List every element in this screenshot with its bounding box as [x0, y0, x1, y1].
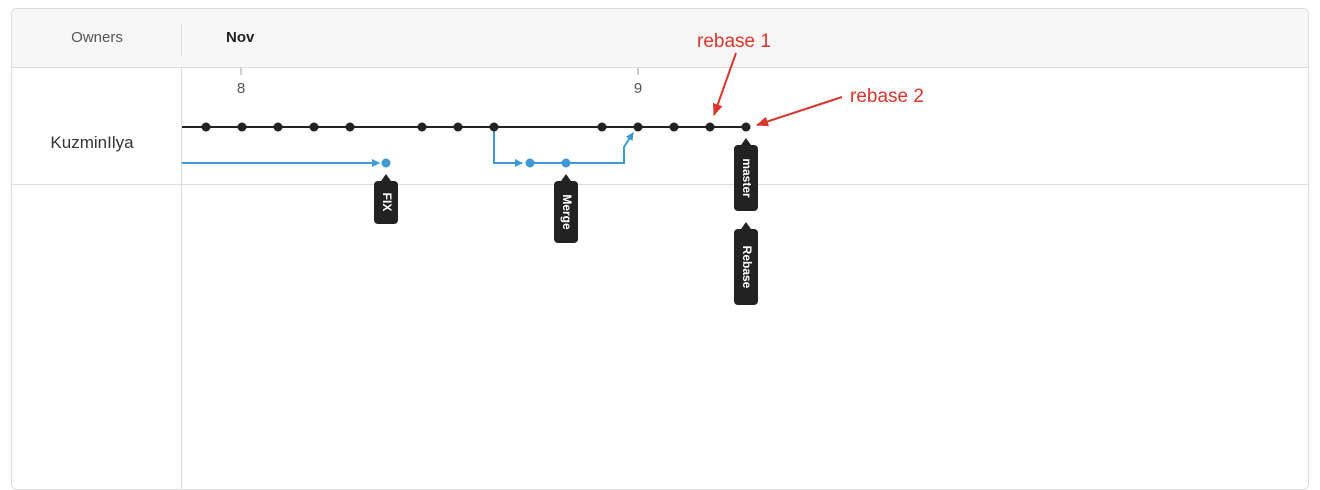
- annotation-rebase-1: rebase 1: [697, 31, 771, 116]
- commit-dot[interactable]: [525, 158, 535, 168]
- commit-dot[interactable]: [597, 122, 607, 132]
- tag-rebase-label: Rebase: [740, 246, 754, 289]
- tag-master[interactable]: master: [734, 138, 758, 211]
- graph-header: Owners Nov: [12, 9, 1308, 68]
- annotation-rebase-2-label: rebase 2: [850, 86, 924, 107]
- tag-merge-label: Merge: [560, 194, 574, 230]
- commit-dot[interactable]: [705, 122, 715, 132]
- tag-fix[interactable]: FIX: [374, 174, 398, 224]
- tag-master-label: master: [740, 158, 754, 198]
- merge-branch-back-line: [566, 132, 634, 164]
- commit-dot[interactable]: [741, 122, 751, 132]
- commit-dot[interactable]: [273, 122, 283, 132]
- tag-merge[interactable]: Merge: [554, 174, 578, 243]
- month-label: Nov: [226, 29, 255, 46]
- network-graph-panel: Owners Nov KuzminIlya: [11, 8, 1309, 490]
- commit-dot[interactable]: [561, 158, 571, 168]
- day-ticks: 8 9: [237, 68, 642, 97]
- master-commits: [201, 122, 751, 132]
- commit-dot[interactable]: [345, 122, 355, 132]
- annotation-rebase-2: rebase 2: [756, 86, 924, 127]
- commit-graph: 8 9 FIX: [182, 31, 924, 305]
- owners-column-divider: [181, 67, 182, 489]
- owners-column-header: Owners: [71, 29, 123, 46]
- commit-dot[interactable]: [237, 122, 247, 132]
- annotation-rebase-1-label: rebase 1: [697, 31, 771, 52]
- header-divider: [181, 23, 182, 55]
- tag-fix-label: FIX: [380, 193, 394, 212]
- commit-dot[interactable]: [417, 122, 427, 132]
- commit-dot[interactable]: [381, 158, 391, 168]
- commit-dot[interactable]: [633, 122, 643, 132]
- owner-name[interactable]: KuzminIlya: [50, 133, 134, 152]
- commit-dot[interactable]: [453, 122, 463, 132]
- day-tick-8: 8: [237, 80, 245, 97]
- commit-dot[interactable]: [489, 122, 499, 132]
- tag-rebase[interactable]: Rebase: [734, 222, 758, 305]
- commit-dot[interactable]: [309, 122, 319, 132]
- commit-dot[interactable]: [201, 122, 211, 132]
- merge-branch-out-line: [493, 127, 523, 167]
- feature-branch-lines: [182, 127, 634, 167]
- day-tick-9: 9: [634, 80, 642, 97]
- commit-dot[interactable]: [669, 122, 679, 132]
- feature-commits: [381, 158, 571, 168]
- owner-row-divider: [12, 184, 1308, 185]
